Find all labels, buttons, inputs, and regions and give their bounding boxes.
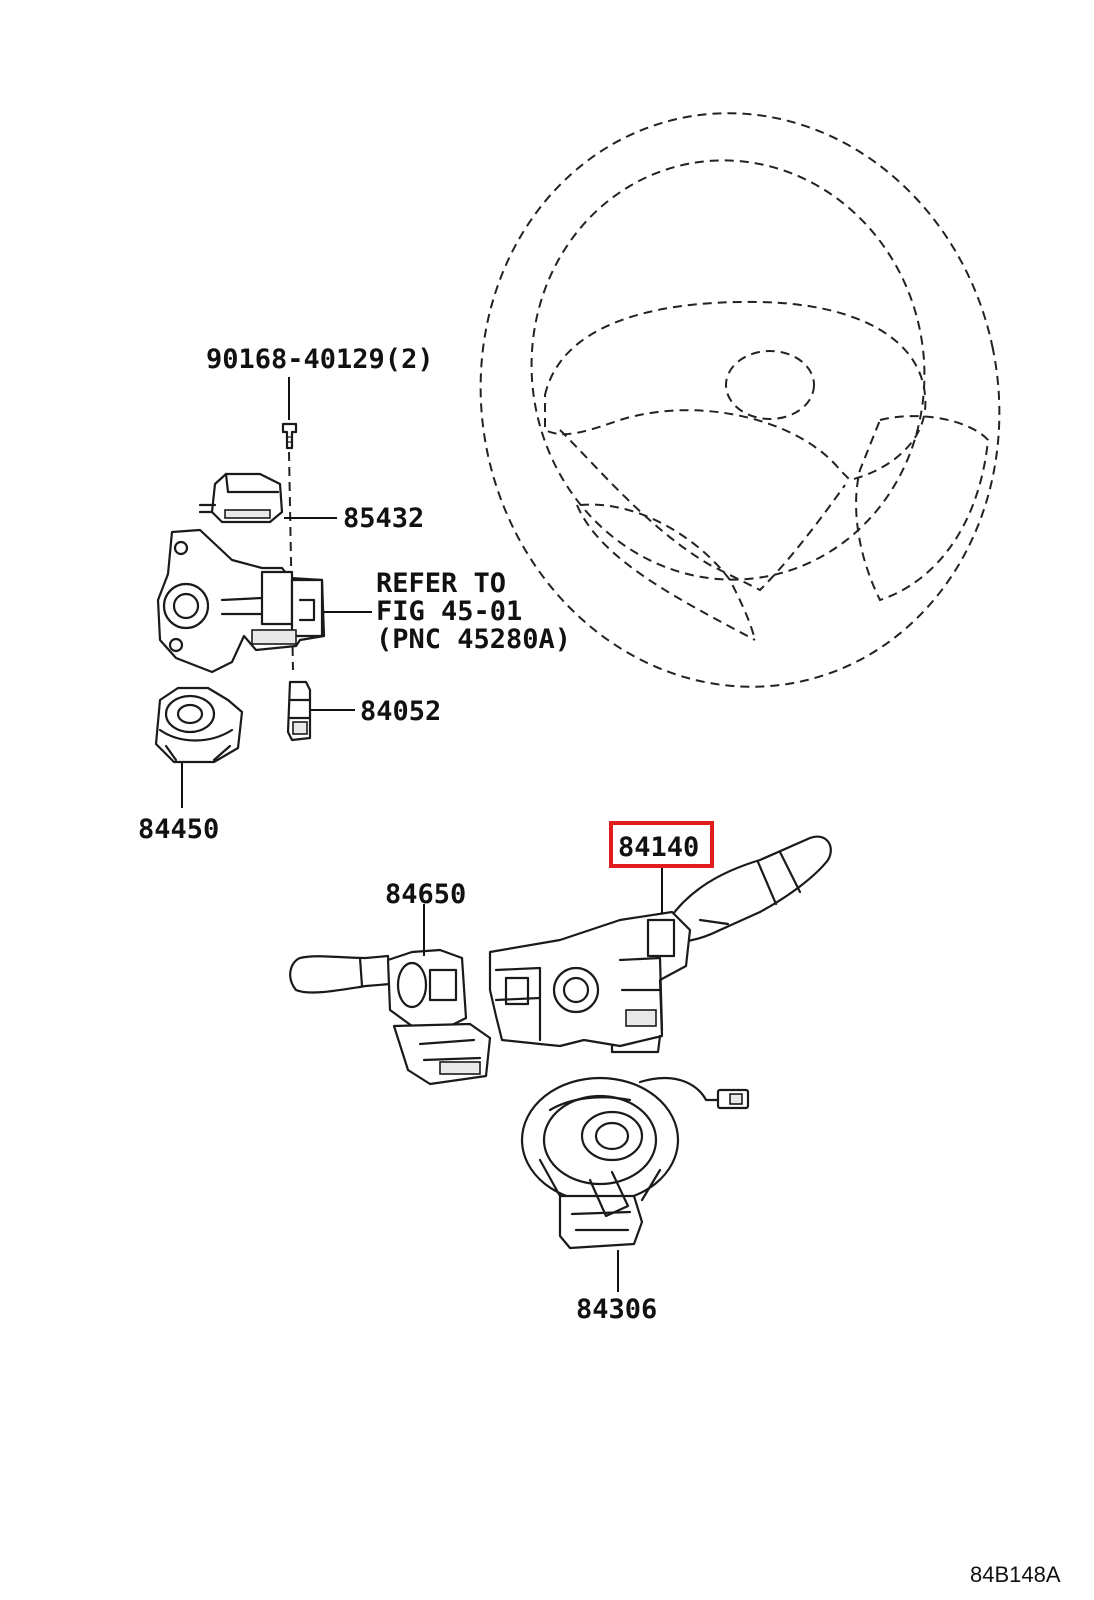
part-84306-spiral-cable-icon bbox=[520, 1076, 750, 1250]
diagram-code: 84B148A bbox=[970, 1562, 1061, 1587]
label-refer-line3: (PNC 45280A) bbox=[376, 624, 571, 655]
label-84052: 84052 bbox=[360, 696, 441, 727]
part-84140-turn-signal-switch-icon bbox=[488, 835, 832, 1054]
label-84306: 84306 bbox=[576, 1294, 657, 1325]
part-84052-icon bbox=[286, 680, 312, 742]
steering-lock-assembly-icon bbox=[156, 528, 326, 674]
label-refer-line1: REFER TO bbox=[376, 568, 506, 599]
part-84450-icon bbox=[154, 686, 244, 764]
label-84450: 84450 bbox=[138, 814, 219, 845]
label-84650: 84650 bbox=[385, 879, 466, 910]
label-refer-line2: FIG 45-01 bbox=[376, 596, 522, 627]
label-85432: 85432 bbox=[343, 503, 424, 534]
label-84140: 84140 bbox=[618, 832, 699, 863]
highlight-box-84140 bbox=[609, 821, 714, 868]
label-screw: 90168-40129(2) bbox=[206, 344, 434, 375]
part-85432-icon bbox=[198, 472, 284, 524]
steering-wheel-outline bbox=[479, 112, 1001, 688]
part-84650-wiper-switch-icon bbox=[289, 948, 492, 1086]
